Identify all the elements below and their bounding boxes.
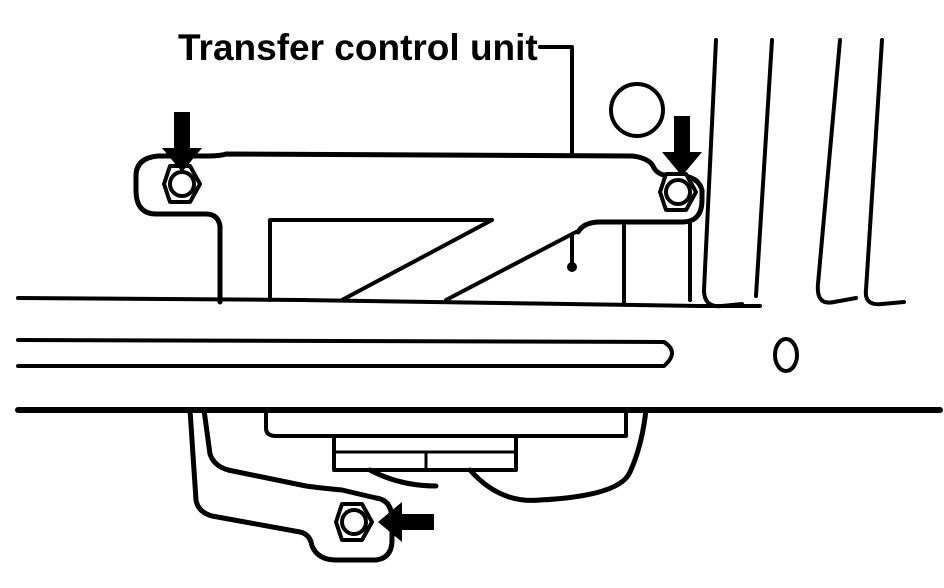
circular-hole-top — [609, 82, 665, 138]
arrow-upper-left-down-icon — [162, 112, 202, 172]
callout-point — [567, 262, 577, 272]
transfer-control-unit-body — [268, 218, 692, 306]
bolt-lower — [334, 502, 374, 542]
frame-rails — [15, 296, 943, 413]
arrow-upper-right-down-icon — [662, 116, 702, 176]
vertical-frame-members — [702, 38, 906, 309]
lower-bracket — [187, 407, 395, 563]
bolt-upper-right — [658, 172, 698, 212]
arrow-lower-left-icon — [378, 502, 434, 542]
callout-label: Transfer control unit — [178, 27, 538, 68]
lower-connector — [264, 407, 649, 503]
mounting-bracket — [133, 151, 705, 305]
bolt-upper-left — [162, 164, 202, 204]
oval-slot — [773, 337, 799, 373]
